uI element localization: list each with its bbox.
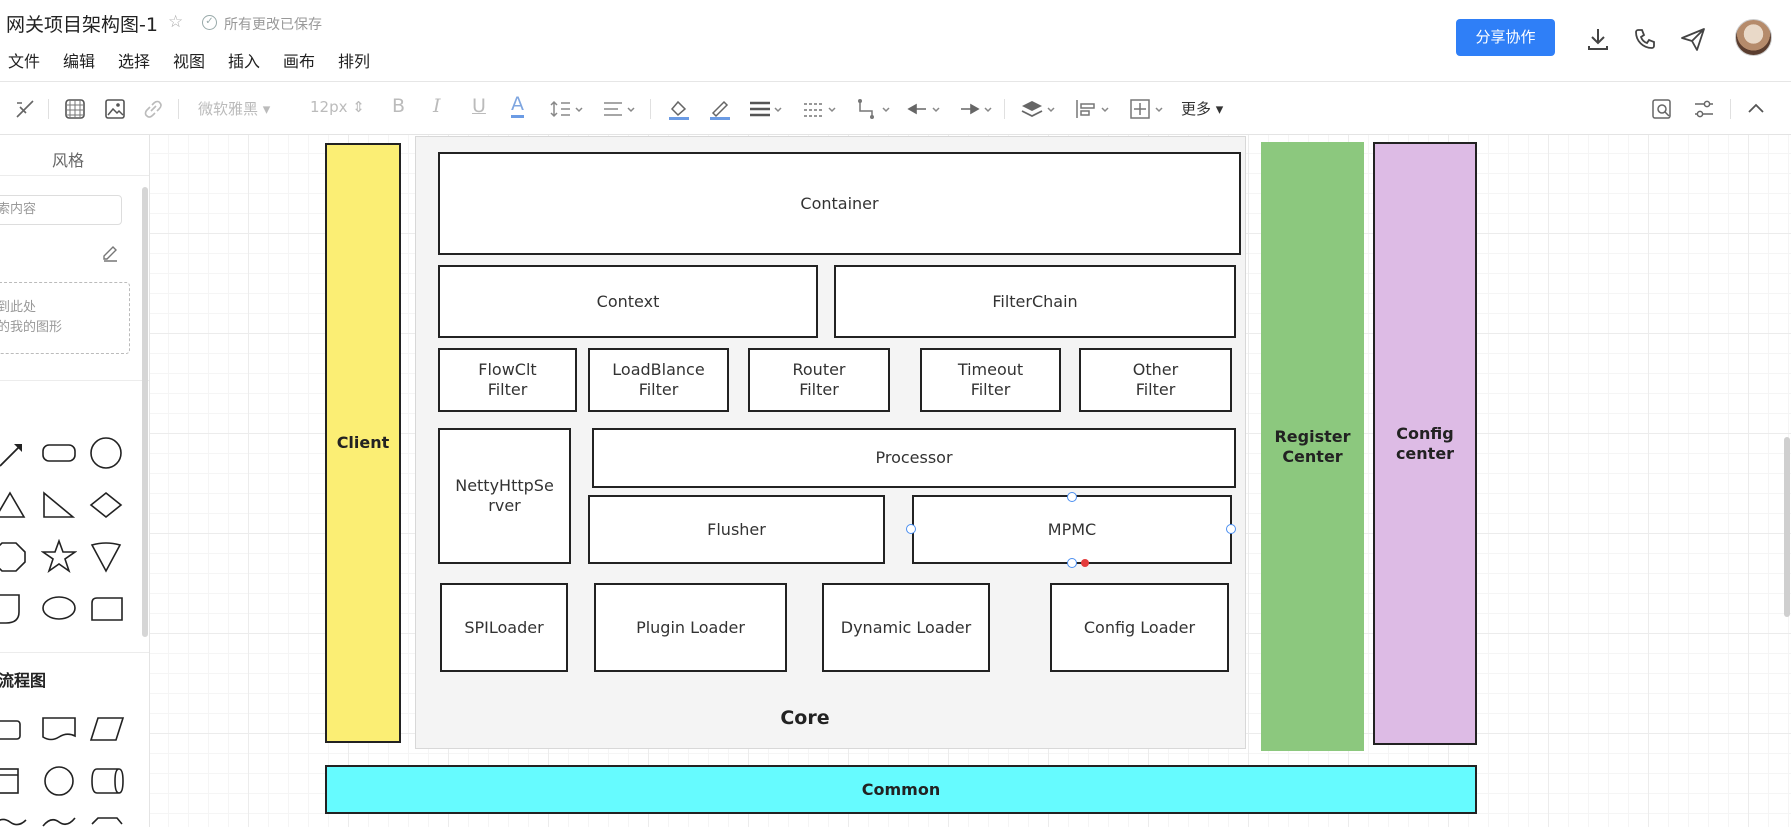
menu-file[interactable]: 文件	[8, 52, 41, 71]
star-icon[interactable]: ☆	[168, 12, 184, 32]
connector-icon[interactable]	[856, 97, 892, 121]
canvas-scrollbar[interactable]	[1784, 437, 1790, 617]
register-center-block[interactable]: Register Center	[1261, 142, 1364, 751]
rounded-rect-shape[interactable]	[41, 440, 77, 466]
chevron-up-icon[interactable]	[1744, 97, 1768, 121]
top-header: 网关项目架构图-1 ☆ ✓ 所有更改已保存 文件 编辑 选择 视图 插入 画布 …	[0, 0, 1791, 82]
router-filter-box[interactable]: Router Filter	[748, 348, 890, 412]
format-painter-icon[interactable]	[14, 97, 36, 121]
config-center-block[interactable]: Config center	[1373, 142, 1477, 745]
connector-circle-shape[interactable]	[41, 765, 77, 797]
arrow-end-icon[interactable]	[958, 97, 994, 121]
line-height-icon[interactable]	[550, 97, 584, 121]
document-shape[interactable]	[0, 592, 28, 626]
selection-handle-right[interactable]	[1226, 524, 1236, 534]
align-icon[interactable]	[602, 97, 636, 121]
processor-box[interactable]: Processor	[592, 428, 1236, 488]
phone-icon[interactable]	[1630, 24, 1660, 54]
avatar[interactable]	[1735, 19, 1772, 56]
container-box[interactable]: Container	[438, 152, 1241, 255]
line-color-icon[interactable]	[708, 97, 732, 121]
other-filter-box[interactable]: Other Filter	[1079, 348, 1232, 412]
document-title[interactable]: 网关项目架构图-1	[6, 14, 158, 36]
more-menu[interactable]: 更多 ▾	[1181, 100, 1224, 118]
font-color-button[interactable]: A	[511, 94, 524, 118]
search-input[interactable]: 索内容	[0, 195, 122, 225]
sidebar-scrollbar[interactable]	[142, 187, 148, 637]
wave-shape[interactable]	[41, 812, 77, 827]
download-icon[interactable]	[1583, 24, 1613, 54]
client-block[interactable]: Client	[325, 143, 401, 743]
dynamic-loader-box[interactable]: Dynamic Loader	[822, 583, 990, 672]
menu-edit[interactable]: 编辑	[63, 52, 96, 71]
process-shape[interactable]	[0, 717, 28, 743]
selection-handle-left[interactable]	[906, 524, 916, 534]
internal-storage-shape[interactable]	[0, 766, 28, 796]
bold-button[interactable]: B	[392, 95, 406, 117]
timeout-filter-box[interactable]: Timeout Filter	[920, 348, 1061, 412]
card-shape[interactable]	[89, 595, 125, 623]
my-shapes-drop-zone[interactable]: 到此处 的我的图形	[0, 282, 130, 354]
menu-canvas[interactable]: 画布	[283, 52, 316, 71]
find-icon[interactable]	[1650, 97, 1674, 121]
circle-shape[interactable]	[89, 436, 123, 470]
line-weight-icon[interactable]	[748, 97, 784, 121]
line-style-icon[interactable]	[802, 97, 838, 121]
flowclt-filter-box[interactable]: FlowClt Filter	[438, 348, 577, 412]
config-loader-box[interactable]: Config Loader	[1050, 583, 1229, 672]
font-size-select[interactable]: 12px ⇕	[310, 98, 365, 116]
menu-arrange[interactable]: 排列	[338, 52, 371, 71]
arrow-line-shape[interactable]	[0, 438, 28, 468]
diamond-shape[interactable]	[89, 490, 123, 520]
tape-shape[interactable]	[0, 812, 28, 827]
star-shape[interactable]	[41, 539, 77, 575]
spiloader-box[interactable]: SPILoader	[440, 583, 568, 672]
edit-icon[interactable]	[101, 244, 119, 262]
flusher-box[interactable]: Flusher	[588, 495, 885, 564]
menu-insert[interactable]: 插入	[228, 52, 261, 71]
right-triangle-shape[interactable]	[41, 490, 75, 520]
underline-button[interactable]: U	[472, 95, 486, 117]
menu-view[interactable]: 视图	[173, 52, 206, 71]
check-circle-icon: ✓	[202, 15, 217, 30]
format-toolbar: 微软雅黑 ▾ 12px ⇕ B I U A	[0, 83, 1791, 135]
fill-pattern-icon[interactable]	[64, 97, 86, 121]
italic-button[interactable]: I	[433, 95, 441, 117]
share-button[interactable]: 分享协作	[1456, 19, 1555, 56]
ellipse-shape[interactable]	[41, 595, 77, 623]
arrow-start-icon[interactable]	[906, 97, 942, 121]
send-icon[interactable]	[1678, 24, 1708, 54]
link-icon[interactable]	[142, 97, 164, 121]
octagon-shape[interactable]	[0, 540, 28, 574]
align-objects-icon[interactable]	[1074, 97, 1112, 121]
data-shape[interactable]	[89, 715, 125, 743]
context-box[interactable]: Context	[438, 265, 818, 338]
common-block[interactable]: Common	[325, 765, 1477, 814]
flow-document-shape[interactable]	[41, 715, 77, 743]
layers-icon[interactable]	[1020, 97, 1058, 121]
image-icon[interactable]	[104, 97, 126, 121]
selection-handle-top[interactable]	[1067, 492, 1077, 502]
shape-library-sidebar: 风格 索内容 到此处 的我的图形 流程图	[0, 135, 150, 827]
rotate-handle[interactable]	[1081, 559, 1089, 567]
settings-sliders-icon[interactable]	[1692, 97, 1716, 121]
loadblance-filter-box[interactable]: LoadBlance Filter	[588, 348, 729, 412]
triangle-shape[interactable]	[0, 490, 28, 520]
flowchart-section-title[interactable]: 流程图	[0, 671, 47, 690]
core-label: Core	[780, 707, 830, 729]
shield-shape[interactable]	[89, 540, 123, 574]
netty-http-server-box[interactable]: NettyHttpServer	[438, 428, 571, 564]
direct-data-shape[interactable]	[89, 766, 125, 796]
font-family-select[interactable]: 微软雅黑 ▾	[198, 100, 271, 118]
plugin-loader-box[interactable]: Plugin Loader	[594, 583, 787, 672]
fill-color-icon[interactable]	[667, 97, 691, 121]
filterchain-box[interactable]: FilterChain	[834, 265, 1236, 338]
mpmc-box[interactable]: MPMC	[912, 495, 1232, 564]
menu-select[interactable]: 选择	[118, 52, 151, 71]
selection-handle-bottom[interactable]	[1067, 558, 1077, 568]
distribute-icon[interactable]	[1128, 97, 1166, 121]
save-status: 所有更改已保存	[224, 17, 322, 33]
manual-op-shape[interactable]	[89, 812, 125, 827]
tab-style[interactable]: 风格	[52, 151, 85, 170]
